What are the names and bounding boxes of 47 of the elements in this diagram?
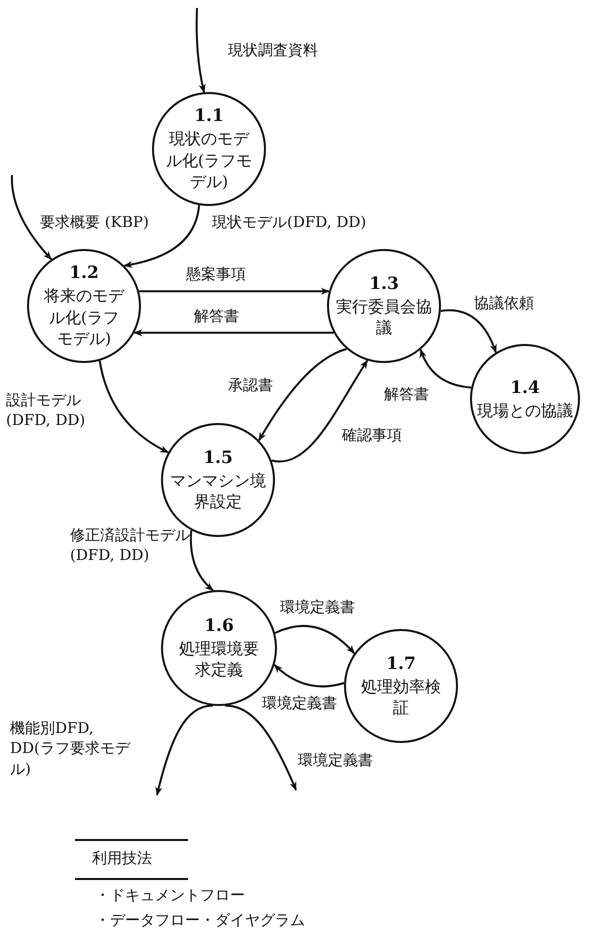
arrow xyxy=(155,704,214,796)
edge-label: 現状モデル(DFD, DD) xyxy=(212,212,366,232)
arrow xyxy=(274,624,356,654)
edge-label: 解答書 xyxy=(194,306,239,326)
process-name: 実行委員会協議 xyxy=(336,296,432,340)
arrow xyxy=(10,175,52,260)
edge-label: 現状調査資料 xyxy=(228,40,318,60)
edge-label: 環境定義書 xyxy=(280,597,355,618)
arrow xyxy=(196,8,206,94)
process-name: 将来のモデル化(ラフモデル) xyxy=(43,285,126,350)
edge-label: 要求概要 (KBP) xyxy=(40,212,149,232)
arrow xyxy=(139,288,330,295)
process-number: 1.6 xyxy=(204,614,234,638)
list-item: ・ドキュメントフロー xyxy=(95,885,245,906)
edge-label: 承認書 xyxy=(228,375,273,396)
arrow xyxy=(440,309,497,354)
arrow xyxy=(123,205,200,268)
edge-label: 機能別DFD, DD(ラフ要求モデル) xyxy=(10,718,132,779)
process-name: 処理環境要求定義 xyxy=(178,638,260,682)
list-item: ・データフロー・ダイヤグラム xyxy=(95,910,305,930)
process-number: 1.3 xyxy=(369,272,399,296)
process-number: 1.7 xyxy=(386,652,416,676)
edge-label: 解答書 xyxy=(384,384,429,404)
process-name: マンマシン境界設定 xyxy=(170,470,266,514)
edge-label: 懸案事項 xyxy=(186,264,246,284)
process-number: 1.5 xyxy=(203,446,233,470)
arrow xyxy=(271,360,368,462)
process-number: 1.1 xyxy=(194,105,224,128)
edge-label: 環境定義書 xyxy=(298,750,373,770)
arrow xyxy=(274,664,344,688)
edge-label: 協議依頼 xyxy=(474,293,534,314)
edge-label: 確認事項 xyxy=(342,425,402,446)
process-name: 現状のモデル化(ラフモデル) xyxy=(165,128,253,193)
arrow xyxy=(224,704,297,791)
process-name: 処理効率検証 xyxy=(361,676,441,720)
process-number: 1.4 xyxy=(510,376,540,400)
arrow xyxy=(98,360,169,454)
edge-label: 環境定義書 xyxy=(262,693,337,714)
edge-label: 設計モデル(DFD, DD) xyxy=(6,390,86,430)
note-heading: 利用技法 xyxy=(92,848,152,868)
edge-label: 修正済設計モデル(DFD, DD) xyxy=(70,525,190,566)
arrow xyxy=(190,530,214,592)
arrow xyxy=(420,348,472,389)
process-name: 現場との協議 xyxy=(476,400,574,422)
process-number: 1.2 xyxy=(69,262,99,286)
arrow xyxy=(133,329,334,336)
arrow xyxy=(258,348,347,442)
